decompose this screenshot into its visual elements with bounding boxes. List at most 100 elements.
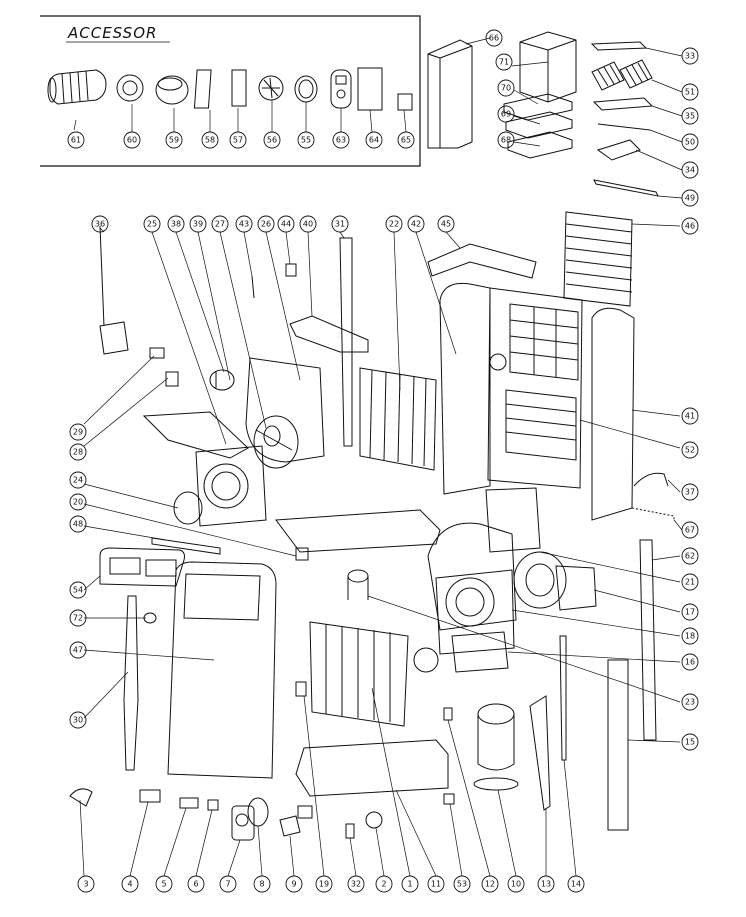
callout-53: 53 (457, 880, 467, 889)
callout-28: 28 (73, 448, 83, 457)
callout-13: 13 (541, 880, 551, 889)
accessory-box-frame (40, 15, 421, 167)
callout-6: 6 (193, 880, 198, 889)
part-68-foam-tray (507, 131, 573, 159)
part-52-rear-frame (487, 287, 583, 489)
callout-70: 70 (501, 84, 511, 93)
part-62-right-rail (639, 539, 657, 741)
part-43-pin (251, 275, 255, 299)
callout-48: 48 (73, 520, 83, 529)
part-71-carton (519, 31, 577, 103)
callout-19: 19 (319, 880, 329, 889)
callout-64: 64 (369, 136, 379, 145)
callout-5: 5 (161, 880, 166, 889)
callout-23: 23 (685, 698, 695, 707)
part-8-wheel (247, 797, 269, 827)
callout-42: 42 (411, 220, 421, 229)
part-30-side-rail (123, 595, 139, 771)
callout-17: 17 (685, 608, 695, 617)
callout-58: 58 (205, 136, 215, 145)
part-6-clip (207, 799, 219, 811)
callout-31: 31 (335, 220, 345, 229)
callout-44: 44 (281, 220, 291, 229)
callout-50: 50 (685, 138, 695, 147)
callout-32: 32 (351, 880, 361, 889)
callout-57: 57 (233, 136, 243, 145)
part-56-round-grille (258, 75, 284, 101)
part-condenser-fan (413, 647, 439, 673)
part-42-side-panel (439, 282, 491, 495)
part-48-strip (151, 537, 221, 555)
callout-4: 4 (127, 880, 132, 889)
callout-60: 60 (127, 136, 137, 145)
part-53-fitting (443, 793, 455, 805)
part-7-pump-motor (231, 805, 255, 841)
part-47-front-panel (167, 561, 277, 779)
part-9-bracket (279, 815, 301, 837)
callout-16: 16 (685, 658, 695, 667)
callout-24: 24 (73, 476, 83, 485)
part-24-fan-housing (173, 445, 267, 527)
callout-7: 7 (225, 880, 230, 889)
part-59-window-adapter (155, 75, 189, 105)
callout-47: 47 (73, 646, 83, 655)
part-13-pipe (529, 695, 551, 811)
callout-26: 26 (261, 220, 271, 229)
callout-29: 29 (73, 428, 83, 437)
callout-27: 27 (215, 220, 225, 229)
part-33-clip (590, 41, 648, 51)
callout-72: 72 (73, 614, 83, 623)
callout-55: 55 (301, 136, 311, 145)
callout-52: 52 (685, 446, 695, 455)
part-50-rod (597, 123, 651, 131)
callout-63: 63 (336, 136, 346, 145)
part-66-packing-foam (427, 39, 473, 149)
part-64-manual (357, 67, 383, 111)
callout-18: 18 (685, 632, 695, 641)
part-70-foam-tray (503, 93, 573, 121)
callout-46: 46 (685, 222, 695, 231)
part-15-pipe (607, 659, 629, 831)
part-18-fan-blade (435, 569, 515, 655)
callout-59: 59 (169, 136, 179, 145)
part-35-bracket (592, 97, 654, 111)
callout-1: 1 (407, 880, 412, 889)
part-19-caster (297, 805, 313, 819)
part-61-exhaust-hose (47, 69, 107, 105)
part-14-capillary (559, 635, 567, 761)
part-36-control-board (99, 225, 129, 355)
part-29-switch (149, 347, 165, 359)
part-19-clip (295, 681, 307, 697)
part-45-top-cover (427, 243, 537, 279)
part-51-filter-grille (591, 59, 653, 91)
callout-40: 40 (303, 220, 313, 229)
part-34-float-switch (596, 139, 641, 161)
callout-66: 66 (489, 34, 499, 43)
callout-45: 45 (441, 220, 451, 229)
callout-33: 33 (685, 52, 695, 61)
part-58-window-slider (193, 69, 212, 109)
part-12-terminal (443, 707, 453, 721)
leader-lines (73, 37, 683, 877)
callout-35: 35 (685, 112, 695, 121)
callout-2: 2 (381, 880, 386, 889)
callout-11: 11 (431, 880, 441, 889)
callout-8: 8 (259, 880, 264, 889)
callout-68: 68 (501, 136, 511, 145)
part-63-remote-control (330, 69, 352, 109)
part-49-strip (593, 179, 659, 197)
part-coil-condenser (309, 621, 409, 727)
callout-9: 9 (291, 880, 296, 889)
callout-41: 41 (685, 412, 695, 421)
part-5-relay (179, 797, 199, 809)
part-28-capacitor (165, 371, 179, 387)
callout-labels: 61 60 59 58 57 56 55 63 64 65 66 71 70 6… (71, 34, 695, 889)
callout-38: 38 (171, 220, 181, 229)
part-22-evaporator (359, 367, 437, 471)
callout-15: 15 (685, 738, 695, 747)
part-16-base-bracket (451, 631, 509, 673)
part-46-rear-grille (563, 211, 633, 307)
callout-43: 43 (239, 220, 249, 229)
part-2-caster (365, 811, 383, 829)
callout-25: 25 (147, 220, 157, 229)
